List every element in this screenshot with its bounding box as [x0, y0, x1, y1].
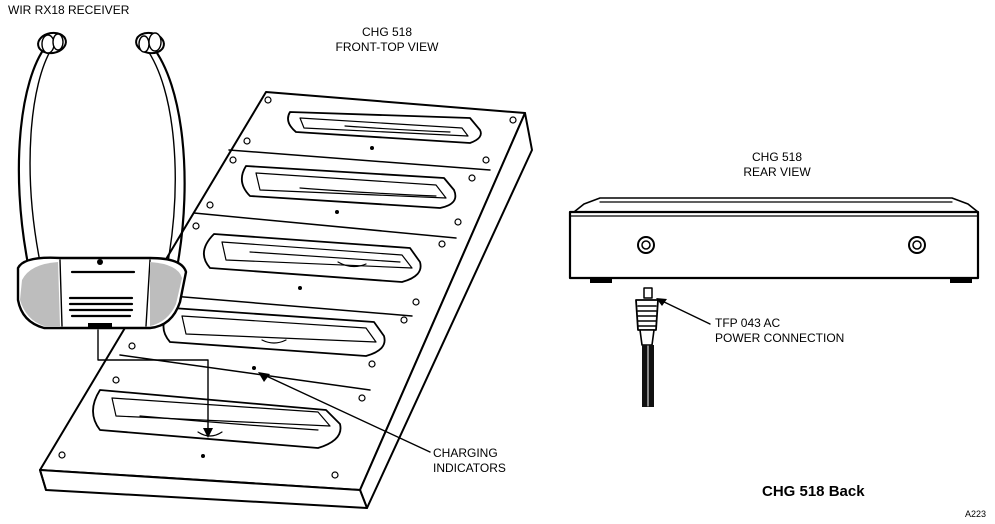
receiver-grille	[68, 270, 136, 318]
receiver-headset	[16, 31, 213, 438]
figure-caption: CHG 518 Back	[762, 483, 865, 500]
front-view-title-line1: CHG 518	[361, 25, 413, 39]
rear-view-title-line2: REAR VIEW	[743, 165, 811, 179]
charger-rear-view	[568, 197, 980, 283]
rear-top-edge	[573, 197, 979, 213]
rear-view-title-line1: CHG 518	[751, 150, 803, 164]
charger-front-top-view	[39, 91, 533, 509]
left-earbud	[37, 31, 67, 55]
figure-code: A223	[965, 509, 987, 519]
power-label-line1: TFP 043 AC	[715, 316, 781, 330]
charging-slot	[240, 165, 457, 209]
slot-divider	[193, 212, 457, 239]
slot-divider	[119, 354, 371, 391]
placement-guide	[97, 329, 209, 431]
left-arm	[17, 44, 48, 266]
indicators-label-line2: INDICATORS	[433, 461, 506, 475]
charging-indicator-dots	[201, 146, 374, 458]
slot-divider	[159, 294, 413, 317]
right-earbud	[135, 31, 165, 55]
charging-indicators-label: CHARGING INDICATORS	[433, 446, 506, 476]
indicators-label-line1: CHARGING	[433, 446, 498, 460]
charging-slot	[92, 389, 342, 449]
rear-jack-left	[637, 236, 655, 254]
indicator-leader	[261, 373, 431, 453]
rear-body	[568, 210, 980, 280]
power-leader	[659, 299, 711, 325]
power-connection-label: TFP 043 AC POWER CONNECTION	[715, 316, 844, 346]
power-label-line2: POWER CONNECTION	[715, 331, 845, 345]
power-plug	[635, 287, 711, 407]
right-arm	[150, 44, 186, 264]
rear-view-title: CHG 518 REAR VIEW	[722, 150, 832, 180]
front-view-title: CHG 518 FRONT-TOP VIEW	[322, 25, 452, 55]
front-view-title-line2: FRONT-TOP VIEW	[335, 40, 439, 54]
receiver-label: WIR RX18 RECEIVER	[8, 3, 130, 17]
charging-slot	[203, 233, 422, 283]
slot-divider	[228, 149, 491, 171]
rear-jack-right	[908, 236, 926, 254]
charging-slot	[287, 111, 482, 144]
